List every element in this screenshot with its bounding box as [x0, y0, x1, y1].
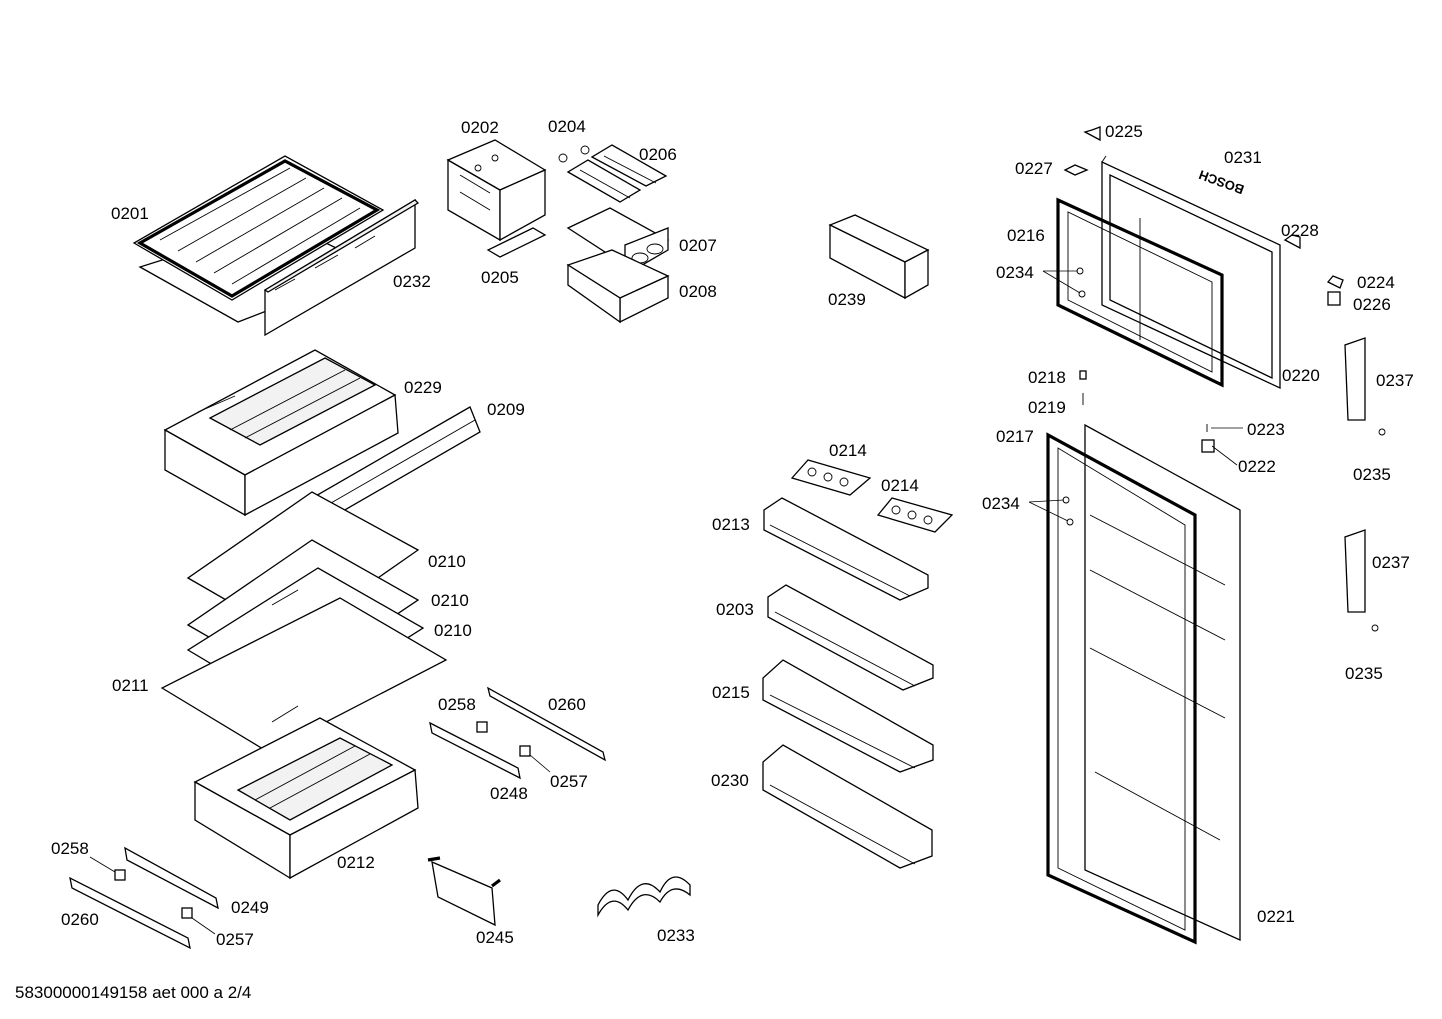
label-0234: 0234 — [982, 494, 1020, 513]
label-0235: 0235 — [1345, 664, 1383, 683]
label-0214: 0214 — [829, 441, 867, 460]
label-0219: 0219 — [1028, 398, 1066, 417]
part-0201-wire-shelves — [132, 155, 385, 323]
label-0226: 0226 — [1353, 295, 1391, 314]
label-0222: 0222 — [1238, 457, 1276, 476]
label-0210: 0210 — [431, 591, 469, 610]
part-0214-egg-trays — [790, 459, 954, 533]
label-0213: 0213 — [712, 515, 750, 534]
part-0208-ice-box — [566, 249, 670, 324]
part-0249-0260-rails-lower — [69, 846, 219, 950]
label-0233: 0233 — [657, 926, 695, 945]
label-0206: 0206 — [639, 145, 677, 164]
label-0211: 0211 — [112, 676, 149, 695]
label-0212: 0212 — [337, 853, 375, 872]
part-0239-bottle-holder — [828, 214, 930, 300]
label-0257: 0257 — [550, 772, 588, 791]
label-0209: 0209 — [487, 400, 525, 419]
footer-document-id: 58300000149158 aet 000 a 2/4 — [15, 983, 251, 1002]
part-0248-0260-rails — [429, 686, 606, 780]
part-0229-freezer-drawer — [163, 349, 399, 517]
label-0245: 0245 — [476, 928, 514, 947]
label-0260: 0260 — [61, 910, 99, 929]
label-0249: 0249 — [231, 898, 269, 917]
label-0237: 0237 — [1372, 553, 1410, 572]
label-0207: 0207 — [679, 236, 717, 255]
label-0230: 0230 — [711, 771, 749, 790]
label-0203: 0203 — [716, 600, 754, 619]
label-0220: 0220 — [1282, 366, 1320, 385]
part-0204-clips — [558, 145, 590, 163]
part-0205-strip — [486, 227, 547, 258]
part-0245-handle — [427, 856, 501, 927]
part-0210-glass-shelves — [160, 491, 448, 753]
part-0212-crisper-drawer — [193, 717, 419, 880]
label-0258: 0258 — [438, 695, 476, 714]
label-0208: 0208 — [679, 282, 717, 301]
part-0232-front-panel — [263, 198, 420, 337]
label-0204: 0204 — [548, 117, 586, 136]
label-0237: 0237 — [1376, 371, 1414, 390]
label-0248: 0248 — [490, 784, 528, 803]
label-0235: 0235 — [1353, 465, 1391, 484]
label-0225: 0225 — [1105, 122, 1143, 141]
label-0231: 0231 — [1224, 148, 1262, 167]
label-0205: 0205 — [481, 268, 519, 287]
part-number-labels: 0201 0202 0204 0206 0207 0208 0205 0232 … — [51, 117, 1414, 949]
label-0234: 0234 — [996, 263, 1034, 282]
label-0260: 0260 — [548, 695, 586, 714]
label-0210: 0210 — [428, 552, 466, 571]
part-0202-fan-housing — [446, 139, 547, 242]
leader-lines — [89, 270, 1243, 935]
label-0210: 0210 — [434, 621, 472, 640]
label-0215: 0215 — [712, 683, 750, 702]
part-0221-fridge-door — [1046, 423, 1241, 945]
label-0218: 0218 — [1028, 368, 1066, 387]
label-0224: 0224 — [1357, 273, 1395, 292]
part-small-hardware — [1062, 126, 1386, 632]
part-0231-freezer-door — [1101, 155, 1281, 390]
part-door-shelves — [762, 497, 934, 869]
part-0233-egg-rack — [597, 876, 691, 918]
label-0232: 0232 — [393, 272, 431, 291]
label-0217: 0217 — [996, 427, 1034, 446]
brand-mark: BOSCH — [1197, 167, 1246, 197]
label-0229: 0229 — [404, 378, 442, 397]
label-0201: 0201 — [111, 204, 149, 223]
part-0206-ice-trays — [566, 144, 668, 203]
label-0227: 0227 — [1015, 159, 1053, 178]
label-0223: 0223 — [1247, 420, 1285, 439]
label-0239: 0239 — [828, 290, 866, 309]
label-0214: 0214 — [881, 476, 919, 495]
label-0257: 0257 — [216, 930, 254, 949]
label-0258: 0258 — [51, 839, 89, 858]
label-0228: 0228 — [1281, 221, 1319, 240]
label-0221: 0221 — [1257, 907, 1295, 926]
label-0202: 0202 — [461, 118, 499, 137]
label-0216: 0216 — [1007, 226, 1045, 245]
